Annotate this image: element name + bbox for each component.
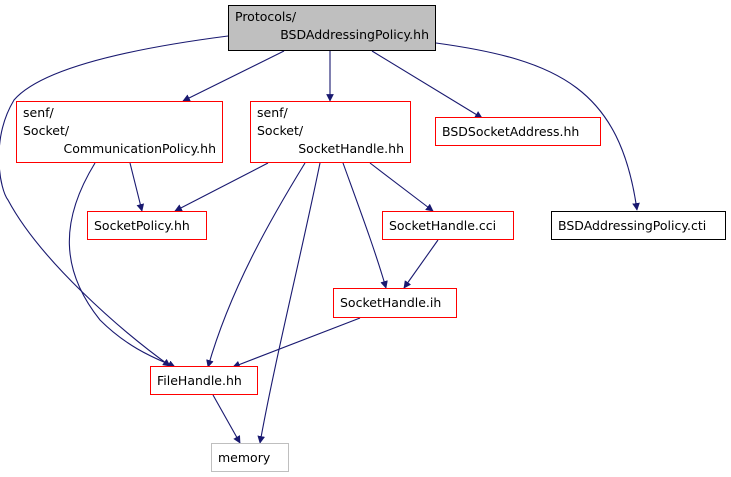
edge-socket-handle-hh-to-socket-handle-ih bbox=[342, 162, 388, 289]
node-label: SocketHandle.cci bbox=[389, 218, 497, 233]
node-label: BSDAddressingPolicy.cti bbox=[558, 218, 707, 233]
node-label: BSDSocketAddress.hh bbox=[442, 124, 580, 139]
edge-socket-handle-hh-to-socket-handle-cci bbox=[369, 162, 434, 212]
node-label: CommunicationPolicy.hh bbox=[63, 141, 216, 156]
node-label: SocketPolicy.hh bbox=[94, 218, 190, 233]
edge-socket-handle-hh-to-socket-policy bbox=[174, 162, 269, 212]
node-label: SocketHandle.ih bbox=[340, 295, 442, 310]
node-socket-handle-hh[interactable]: senf/ Socket/ SocketHandle.hh bbox=[250, 101, 411, 163]
node-label: Socket/ bbox=[23, 123, 70, 138]
edge-communication-policy-to-socket-policy bbox=[129, 162, 145, 212]
node-label: senf/ bbox=[257, 105, 288, 120]
edge-socket-handle-hh-to-file-handle bbox=[206, 162, 306, 368]
node-socket-handle-cci[interactable]: SocketHandle.cci bbox=[382, 211, 514, 240]
node-socket-handle-ih[interactable]: SocketHandle.ih bbox=[333, 288, 457, 318]
node-communication-policy-hh[interactable]: senf/ Socket/ CommunicationPolicy.hh bbox=[16, 101, 223, 163]
node-bsd-socket-address-hh[interactable]: BSDSocketAddress.hh bbox=[435, 117, 601, 146]
node-file-handle-hh[interactable]: FileHandle.hh bbox=[150, 366, 258, 395]
edge-file-handle-to-memory bbox=[212, 394, 241, 444]
edge-socket-handle-hh-to-memory bbox=[257, 162, 321, 444]
node-label: SocketHandle.hh bbox=[298, 141, 404, 156]
edge-root-to-bsd-addressing-policy-cti bbox=[435, 42, 640, 211]
edge-socket-handle-ih-to-file-handle bbox=[232, 317, 361, 369]
edge-socket-handle-cci-to-socket-handle-ih bbox=[403, 239, 439, 289]
node-memory: memory bbox=[211, 443, 289, 472]
node-label: Protocols/ bbox=[235, 9, 297, 24]
node-label: memory bbox=[218, 450, 271, 465]
node-socket-policy-hh[interactable]: SocketPolicy.hh bbox=[87, 211, 207, 240]
node-root-bsd-addressing-policy-hh: Protocols/ BSDAddressingPolicy.hh bbox=[228, 5, 436, 51]
node-label: BSDAddressingPolicy.hh bbox=[280, 27, 429, 42]
node-label: Socket/ bbox=[257, 123, 304, 138]
node-label: FileHandle.hh bbox=[157, 373, 242, 388]
edge-root-to-file-handle bbox=[0, 35, 229, 367]
node-bsd-addressing-policy-cti: BSDAddressingPolicy.cti bbox=[551, 211, 726, 240]
edge-root-to-communication-policy bbox=[182, 50, 285, 102]
node-label: senf/ bbox=[23, 105, 54, 120]
edge-communication-policy-to-file-handle bbox=[68, 162, 176, 368]
edge-root-to-bsd-socket-address bbox=[371, 50, 483, 119]
